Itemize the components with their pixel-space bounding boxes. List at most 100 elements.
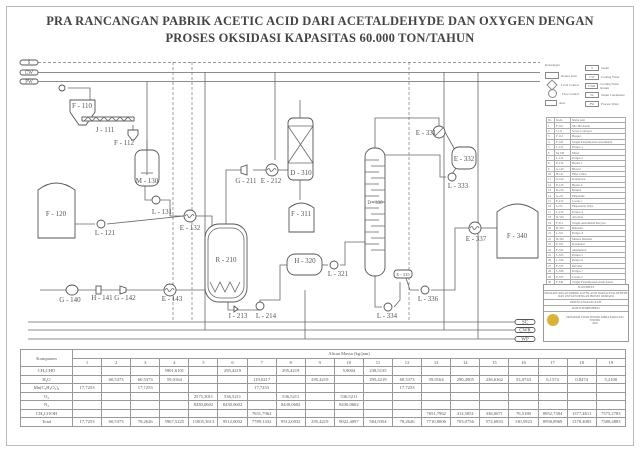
mass-flow-cell: [101, 383, 132, 393]
decanter-h320: H - 320: [286, 253, 323, 276]
mass-flow-cell: 9022,4097: [333, 417, 364, 427]
mass-flow-cell: [188, 374, 219, 384]
title-block-designer: DIRENCANAKAN OLEH:: [544, 300, 628, 306]
svg-text:E - 337: E - 337: [466, 235, 487, 243]
svg-text:L - 321: L - 321: [328, 270, 349, 278]
mass-flow-cell: 295,4219: [362, 374, 394, 384]
mass-flow-cell: [275, 408, 306, 418]
legend-utility-code: CWR: [585, 82, 599, 89]
title-block: FLOWSHEET PRA RANCANGAN PABRIK ACETIC AC…: [543, 284, 629, 342]
mass-flow-cell: [566, 366, 597, 376]
mass-flow-cell: [304, 391, 335, 401]
mass-flow-cell: 7789,1432: [246, 417, 277, 427]
equipment: F - 110 J - 111 F - 112 M - 130 F - 120 …: [37, 84, 539, 320]
filter-h141: H - 141: [91, 285, 113, 302]
svg-text:E - 132: E - 132: [180, 224, 201, 232]
utility-label-pw: PW: [25, 80, 33, 85]
title-block-heading: FLOWSHEET: [544, 285, 628, 291]
screw-conveyor-j111: J - 111: [81, 116, 135, 134]
mass-flow-cell: 11005,3613: [188, 417, 219, 427]
mass-flow-cell: [421, 366, 452, 376]
mass-flow-cell: 295,4219: [217, 366, 248, 376]
title-block-year: 2020: [592, 321, 598, 325]
stream-number: 6: [217, 357, 248, 367]
mass-flow-cell: [71, 391, 103, 401]
legend-utility-name: Cooling Water: [601, 74, 620, 79]
stream-number: 13: [421, 357, 452, 367]
mass-flow-cell: [130, 408, 161, 418]
mass-flow-cell: [217, 374, 248, 384]
title-block-advisor: DOSEN PEMBIMBING:: [544, 306, 628, 312]
university-logo-icon: [547, 314, 559, 326]
legend-utility-code: CW: [585, 73, 599, 80]
mass-flow-cell: [71, 408, 103, 418]
mass-flow-cell: 17,7253: [71, 417, 103, 427]
mass-flow-cell: [101, 391, 132, 401]
mass-flow-cell: [246, 391, 277, 401]
mass-flow-cell: [508, 400, 539, 410]
legend-utility-code: PW: [585, 100, 599, 107]
mass-flow-cell: [275, 374, 306, 384]
svg-text:L - 131: L - 131: [152, 208, 173, 216]
mass-flow-cell: [188, 383, 219, 393]
mass-flow-cell: 0,8474: [566, 374, 597, 384]
mass-flow-cell: [217, 408, 248, 418]
mass-flow-cell: 8430,0602: [333, 400, 364, 410]
mass-flow-cell: [595, 366, 627, 376]
mass-flow-cell: [479, 383, 510, 393]
mass-flow-cell: [421, 400, 452, 410]
stream-number: 16: [508, 357, 539, 367]
mass-flow-cell: [188, 408, 219, 418]
tank-f311: F - 311: [288, 202, 315, 233]
mass-flow-cell: 5,2100: [595, 374, 627, 384]
pump-l321: L - 321: [328, 260, 349, 278]
mass-flow-cell: 5901,6101: [159, 366, 190, 376]
mass-flow-cell: [392, 366, 423, 376]
component-name: O₂: [20, 391, 73, 401]
mass-flow-cell: [362, 408, 394, 418]
mass-flow-cell: [537, 400, 568, 410]
stream-number: 10: [333, 357, 364, 367]
mass-flow-cell: 76,5180: [508, 408, 539, 418]
legend-symbol-label: Arus: [559, 100, 566, 105]
mass-flow-cell: 78,2626: [392, 417, 423, 427]
mass-flow-cell: 60,5373: [130, 374, 161, 384]
svg-text:G - 140: G - 140: [59, 296, 81, 304]
svg-text:L - 336: L - 336: [418, 295, 439, 303]
column-d330: D - 330: [364, 147, 386, 277]
mass-flow-cell: 9512,0032: [217, 417, 248, 427]
mass-flow-cell: [159, 408, 190, 418]
mass-flow-cell: 290,4905: [450, 374, 481, 384]
component-name: CH₃COOH: [20, 408, 73, 418]
mass-flow-cell: [101, 400, 132, 410]
component-name: Mn(C₂H₃O₂)₂: [20, 383, 73, 393]
drawing-title-line2: PROSES OKSIDASI KAPASITAS 60.000 TON/TAH…: [165, 31, 475, 45]
mass-flow-cell: [537, 366, 568, 376]
stream-box-icon: [545, 99, 557, 106]
mass-flow-cell: [392, 400, 423, 410]
svg-text:E - 212: E - 212: [261, 177, 282, 185]
component-name: N₂: [20, 400, 73, 410]
legend-utility-name: Steam: [601, 65, 609, 70]
air-inlet-icon: [58, 84, 66, 92]
mass-flow-cell: [304, 383, 335, 393]
mass-flow-cell: 9512,0032: [275, 417, 306, 427]
mass-flow-cell: [217, 383, 248, 393]
utility-label-sc: SC: [522, 321, 529, 326]
mass-flow-cell: [130, 366, 161, 376]
pump-l334: L - 334: [377, 302, 398, 320]
reboiler-e335: E - 335: [393, 269, 413, 279]
mass-flow-cell: 17,7253: [392, 383, 423, 393]
pump-l336: L - 336: [418, 285, 439, 303]
stream-number: 14: [450, 357, 481, 367]
mass-flow-cell: 60,5373: [392, 374, 423, 384]
stream-number: 18: [566, 357, 597, 367]
mass-flow-cell: [537, 391, 568, 401]
expander-g211: G - 211: [235, 164, 257, 185]
stream-number: 12: [392, 357, 423, 367]
legend-title: Keterangan: [545, 63, 560, 67]
mass-flow-cell: [71, 374, 103, 384]
